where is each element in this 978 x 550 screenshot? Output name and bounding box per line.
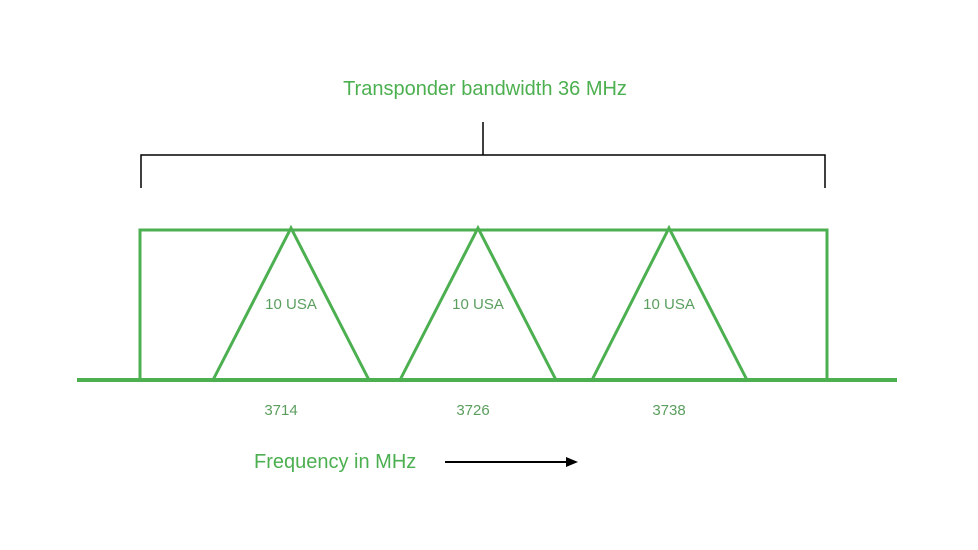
channel-triangle [398,224,558,381]
bandwidth-bracket [140,122,826,188]
channel-frequency: 3714 [264,402,297,419]
channel-label: 10 USA [643,296,695,313]
diagram-title: Transponder bandwidth 36 MHz [343,78,627,100]
channel-frequency: 3738 [652,402,685,419]
channel-triangle [590,224,749,381]
channel-label: 10 USA [452,296,504,313]
channel-label: 10 USA [265,296,317,313]
axis-label: Frequency in MHz [254,451,416,473]
channel-frequency: 3726 [456,402,489,419]
channel-triangle [211,224,371,381]
arrow-right-icon [445,457,578,467]
